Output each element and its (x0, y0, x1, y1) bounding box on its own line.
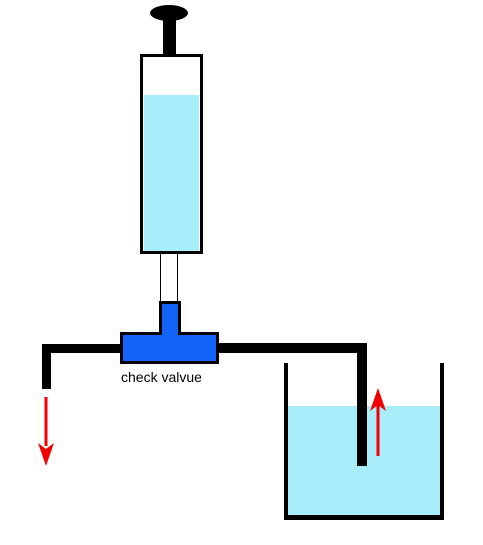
beaker-bottom (284, 515, 444, 520)
check-valve-label: check valvue (121, 369, 202, 385)
check-valve-icon (120, 301, 219, 364)
dip-tube (357, 400, 367, 466)
plunger-thumb-press (150, 5, 188, 21)
beaker-left-wall (284, 363, 288, 520)
left-pipe-vertical (42, 344, 51, 389)
beaker-icon (284, 363, 444, 520)
flow-arrow-up-icon (370, 388, 386, 456)
right-pipe-horizontal (217, 343, 367, 353)
left-pipe-horizontal (42, 344, 122, 353)
plunger-rod (163, 18, 176, 56)
flow-arrow-down-icon (38, 397, 54, 466)
arrow-up-head (370, 388, 386, 411)
syringe-icon (140, 5, 203, 303)
beaker-right-wall (440, 363, 444, 520)
syringe-water (144, 95, 199, 251)
syringe-water-outline (140, 54, 203, 254)
arrow-down-head (38, 443, 54, 466)
